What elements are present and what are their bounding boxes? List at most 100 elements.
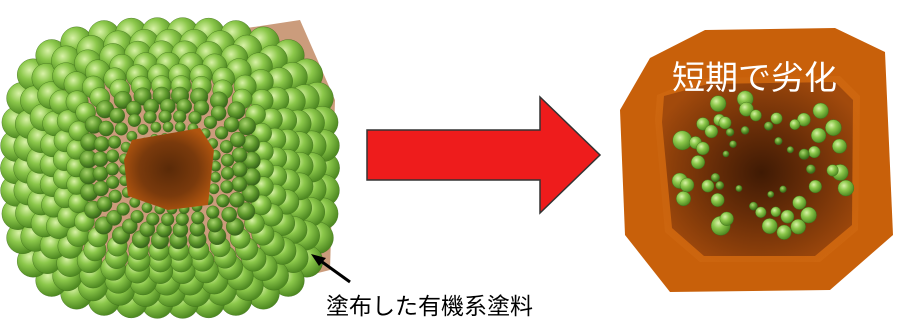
- coating-sphere: [810, 127, 827, 143]
- coating-sphere: [227, 101, 246, 120]
- coating-sphere: [137, 124, 149, 135]
- coating-sphere: [825, 119, 842, 136]
- coating-sphere: [109, 107, 125, 124]
- coating-sphere: [779, 185, 787, 193]
- coating-sphere: [107, 135, 122, 149]
- coating-sphere: [764, 121, 774, 131]
- coating-sphere: [749, 109, 762, 122]
- coating-sphere: [130, 210, 144, 224]
- coating-sphere: [237, 117, 256, 136]
- coating-sphere: [719, 211, 734, 226]
- coating-sphere: [709, 95, 727, 112]
- coating-sphere: [223, 116, 240, 133]
- coating-sphere: [114, 122, 128, 136]
- coating-sphere: [826, 164, 839, 177]
- coating-sphere: [722, 150, 730, 158]
- coating-sphere: [812, 102, 829, 119]
- coating-sphere: [715, 181, 725, 190]
- coating-sphere: [188, 111, 202, 125]
- coating-sphere: [735, 184, 743, 192]
- coating-sphere: [143, 110, 157, 124]
- coating-sphere: [150, 121, 162, 133]
- coating-spheres: [0, 17, 340, 319]
- coating-sphere: [718, 116, 732, 130]
- coating-sphere: [710, 193, 725, 207]
- coating-sphere: [158, 109, 172, 124]
- coating-sphere: [696, 117, 710, 131]
- coating-sphere: [776, 224, 792, 240]
- coating-sphere: [106, 175, 120, 190]
- coating-sphere: [770, 206, 781, 218]
- coating-sphere: [704, 124, 718, 139]
- coating-sphere: [229, 191, 245, 208]
- coating-sphere: [215, 126, 229, 140]
- coating-sphere: [710, 172, 720, 182]
- coating-sphere: [237, 202, 256, 221]
- coating-sphere: [106, 210, 122, 226]
- coating-sphere: [193, 99, 210, 116]
- coating-sphere: [806, 164, 816, 174]
- coating-sphere: [676, 191, 692, 207]
- coating-sphere: [203, 115, 218, 130]
- coating-sphere: [729, 140, 737, 148]
- coating-sphere: [780, 209, 795, 224]
- coating-sphere: [105, 162, 120, 176]
- coated-pipe: [0, 17, 340, 319]
- coating-sphere: [221, 153, 235, 167]
- coating-sphere: [774, 137, 783, 146]
- coating-label: 塗布した有機系塗料: [326, 294, 533, 320]
- coating-sphere: [98, 120, 114, 137]
- coating-sphere: [206, 205, 220, 219]
- coating-sphere: [162, 121, 174, 133]
- coating-sphere: [93, 136, 110, 152]
- coating-sphere: [725, 127, 735, 137]
- coating-sphere: [797, 112, 811, 127]
- coating-sphere: [113, 90, 132, 109]
- coating-sphere: [191, 211, 205, 225]
- remaining-spheres: [671, 90, 855, 240]
- coating-sphere: [96, 196, 113, 212]
- coating-sphere: [221, 206, 237, 223]
- coating-sphere: [146, 212, 160, 226]
- coating-sphere: [696, 141, 710, 156]
- coating-sphere: [161, 212, 175, 227]
- coating-sphere: [210, 105, 227, 121]
- coating-sphere: [790, 218, 806, 235]
- coating-sphere: [220, 180, 234, 194]
- coating-sphere: [767, 190, 775, 198]
- coating-sphere: [210, 171, 221, 183]
- coating-sphere: [701, 179, 715, 193]
- coating-sphere: [770, 112, 783, 125]
- coating-sphere: [800, 206, 817, 224]
- coating-sphere: [837, 179, 855, 197]
- coating-sphere: [127, 113, 141, 127]
- right-arrow-icon: [366, 95, 602, 215]
- coating-sphere: [92, 165, 109, 182]
- coating-sphere: [832, 138, 847, 154]
- coating-sphere: [761, 218, 778, 235]
- coating-sphere: [105, 149, 120, 163]
- degraded-label: 短期で劣化: [672, 58, 837, 97]
- coating-sphere: [789, 119, 801, 130]
- coating-sphere: [207, 216, 223, 233]
- coating-sphere: [755, 206, 767, 218]
- coating-sphere: [739, 101, 754, 117]
- coating-sphere: [672, 130, 693, 151]
- coating-sphere: [229, 131, 246, 148]
- coating-sphere: [92, 151, 109, 167]
- coating-sphere: [808, 179, 822, 194]
- pipe-hole: [124, 128, 214, 210]
- coating-sphere: [231, 161, 248, 178]
- coating-sphere: [792, 195, 807, 210]
- coating-sphere: [221, 166, 235, 180]
- coating-sphere: [141, 202, 153, 214]
- coating-sphere: [691, 155, 706, 170]
- coating-sphere: [216, 194, 230, 208]
- coating-sphere: [108, 189, 122, 203]
- coating-sphere: [749, 201, 758, 211]
- pointer-arrow-icon: [311, 254, 351, 284]
- coating-sphere: [208, 183, 220, 195]
- coating-sphere: [116, 202, 130, 216]
- coating-sphere: [175, 212, 189, 226]
